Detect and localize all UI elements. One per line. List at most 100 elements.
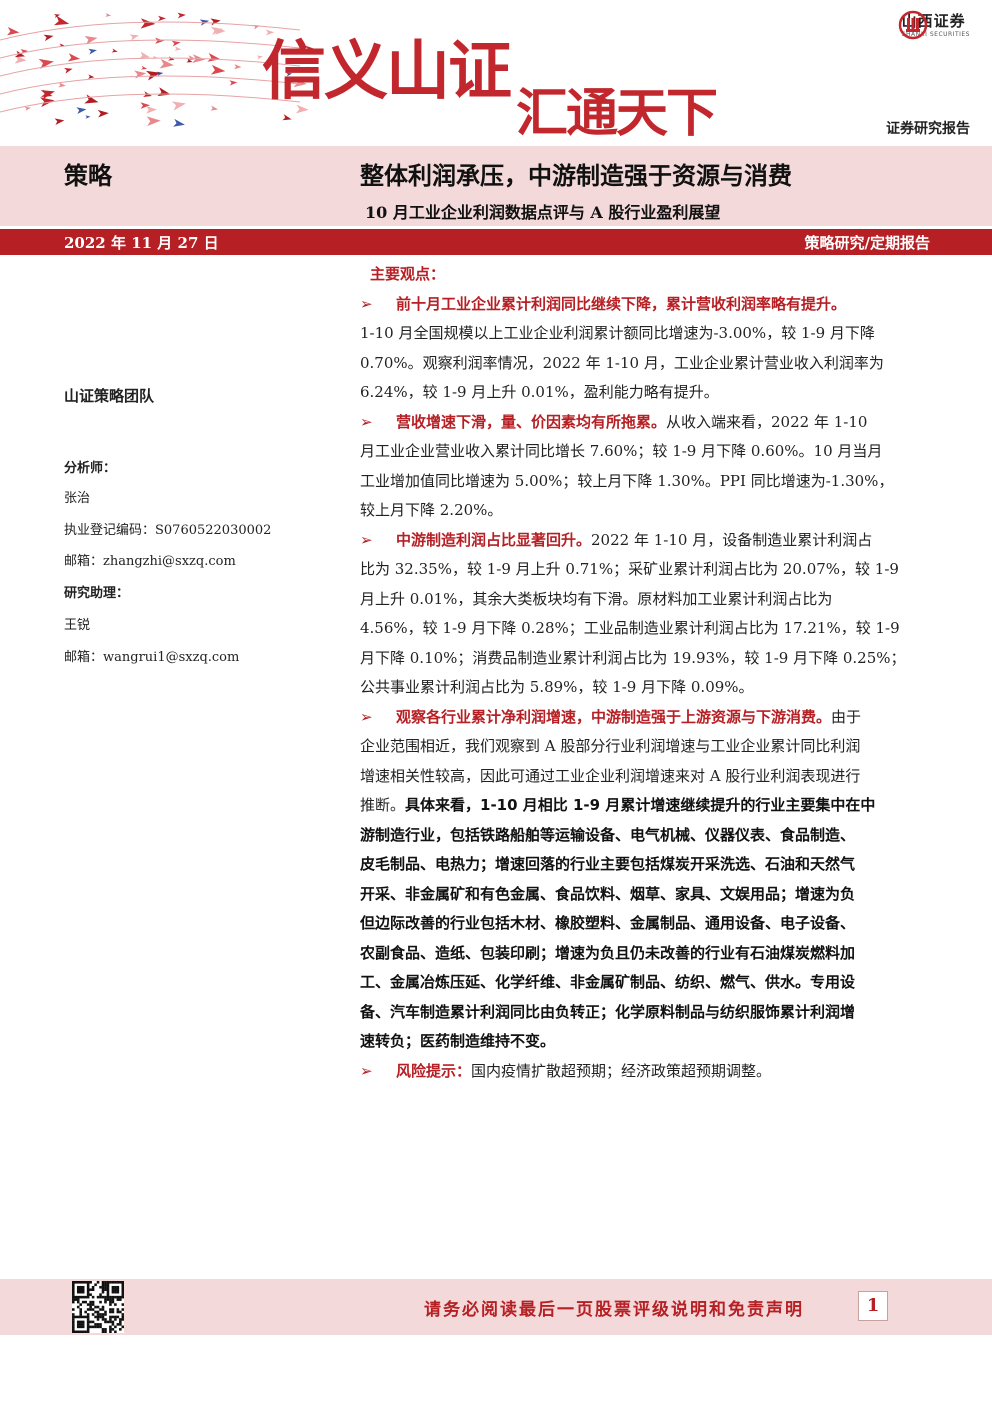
qr-module [76, 1323, 80, 1326]
qr-module [86, 1308, 90, 1311]
swoosh-line [0, 57, 301, 77]
report-category: 策略 [64, 162, 112, 190]
qr-module [76, 1300, 80, 1304]
qr-module [99, 1308, 102, 1311]
text-line: 6.24%，较 1-9 月上升 0.01%，盈利能力略有提升。 [360, 383, 719, 401]
page-subtitle: 10 月工业企业利润数据点评与 A 股行业盈利展望 [365, 203, 721, 222]
qr-module [119, 1281, 122, 1284]
qr-module [91, 1295, 95, 1299]
qr-module [91, 1325, 95, 1329]
qr-module [81, 1281, 85, 1284]
qr-module [109, 1328, 112, 1331]
qr-module [72, 1328, 75, 1331]
team-name: 山证策略团队 [64, 387, 155, 405]
qr-module [101, 1305, 105, 1309]
qr-module [81, 1330, 85, 1333]
text-inline: 推断。 [360, 796, 406, 814]
qr-module [84, 1281, 87, 1284]
qr-module [109, 1303, 112, 1306]
qr-module [99, 1315, 102, 1319]
qr-module [101, 1328, 105, 1331]
qr-module [72, 1323, 75, 1326]
qr-module [84, 1300, 87, 1304]
qr-module [119, 1323, 122, 1326]
arrow-mark [84, 94, 99, 104]
qr-module [76, 1330, 80, 1333]
bold-text-line: 农副食品、造纸、包装印刷；增速为负且仍未改善的行业有石油煤炭燃料加 [360, 943, 856, 962]
arrow-mark [229, 80, 238, 86]
qr-module [114, 1285, 117, 1289]
bullet-arrow-icon: ➢ [360, 412, 373, 431]
qr-module [109, 1310, 112, 1314]
qr-module [119, 1295, 122, 1299]
qr-module [72, 1293, 75, 1296]
qr-module [79, 1290, 83, 1294]
qr-module [79, 1281, 83, 1284]
qr-module [121, 1283, 124, 1287]
qr-module [94, 1315, 97, 1319]
qr-module [91, 1288, 95, 1292]
qr-module [116, 1285, 120, 1289]
qr-module [84, 1315, 87, 1319]
qr-module [74, 1281, 78, 1284]
qr-module [79, 1320, 83, 1324]
report-series: 策略研究/定期报告 [804, 234, 930, 252]
qr-module [104, 1288, 107, 1292]
qr-module [86, 1318, 90, 1321]
qr-module [94, 1305, 97, 1309]
qr-module [104, 1298, 107, 1301]
assistant-email[interactable]: 邮箱：wangrui1@sxzq.com [64, 650, 240, 665]
text-line: 公共事业累计利润占比为 5.89%，较 1-9 月下降 0.09%。 [360, 678, 754, 696]
qr-module [84, 1310, 87, 1314]
text-line: 较上月下降 2.20%。 [360, 501, 503, 519]
arrow-mark [305, 45, 316, 53]
qr-module [101, 1330, 105, 1333]
assistant-name: 王锐 [64, 618, 91, 633]
slogan-big: 信义山证 [262, 35, 512, 109]
qr-module [94, 1325, 97, 1329]
arrow-mark [84, 36, 98, 45]
qr-module [79, 1308, 83, 1311]
qr-module [116, 1295, 120, 1299]
arrow-mark [139, 51, 151, 59]
qr-module [111, 1310, 115, 1314]
qr-module [72, 1300, 75, 1304]
qr-module [101, 1283, 105, 1287]
arrow-mark [143, 91, 152, 97]
qr-module [104, 1295, 107, 1299]
arrow-mark [40, 90, 55, 100]
arrow-mark [199, 19, 210, 26]
text-inline: 2022 年 1-10 月，设备制造业累计利润占 [591, 530, 873, 549]
qr-module [91, 1303, 95, 1306]
bullet-headline: 观察各行业累计净利润增速，中游制造强于上游资源与下游消费。 [396, 707, 832, 726]
report-date: 2022 年 11 月 27 日 [64, 234, 219, 252]
analyst-email[interactable]: 邮箱：zhangzhi@sxzq.com [64, 554, 236, 569]
qr-module [101, 1315, 105, 1319]
bullet-arrow-icon: ➢ [360, 530, 373, 549]
text-line: 月上升 0.01%，其余大类板块均有下滑。原材料加工业累计利润占比为 [360, 589, 833, 608]
bullet-arrow-icon: ➢ [360, 294, 373, 313]
qr-module [76, 1290, 80, 1294]
qr-module [81, 1290, 85, 1294]
page-title: 整体利润承压，中游制造强于资源与消费 [360, 162, 792, 190]
qr-module [86, 1330, 90, 1333]
qr-module [72, 1315, 75, 1319]
qr-module [101, 1288, 105, 1292]
disclaimer[interactable]: 请务必阅读最后一页股票评级说明和免责声明 [424, 1300, 804, 1320]
qr-module [111, 1328, 115, 1331]
qr-module [104, 1320, 107, 1324]
arrow-mark [141, 65, 148, 70]
qr-module [76, 1305, 80, 1309]
qr-module [81, 1288, 85, 1292]
arrow-mark [88, 48, 97, 55]
qr-module [79, 1288, 83, 1292]
qr-module [116, 1281, 120, 1284]
qr-module [76, 1295, 80, 1299]
qr-module [72, 1320, 75, 1324]
key-points: 主要观点： ➢前十月工业企业累计利润同比继续下降，累计营收利润率略有提升。 1-… [360, 260, 940, 1086]
qr-module [111, 1290, 115, 1294]
text-line: 1-10 月全国规模以上工业企业利润累计额同比增速为-3.00%，较 1-9 月… [360, 324, 875, 342]
qr-module [96, 1323, 100, 1326]
text-line: 企业范围相近，我们观察到 A 股部分行业利润增速与工业企业累计同比利润 [360, 737, 861, 755]
qr-module [121, 1303, 124, 1306]
